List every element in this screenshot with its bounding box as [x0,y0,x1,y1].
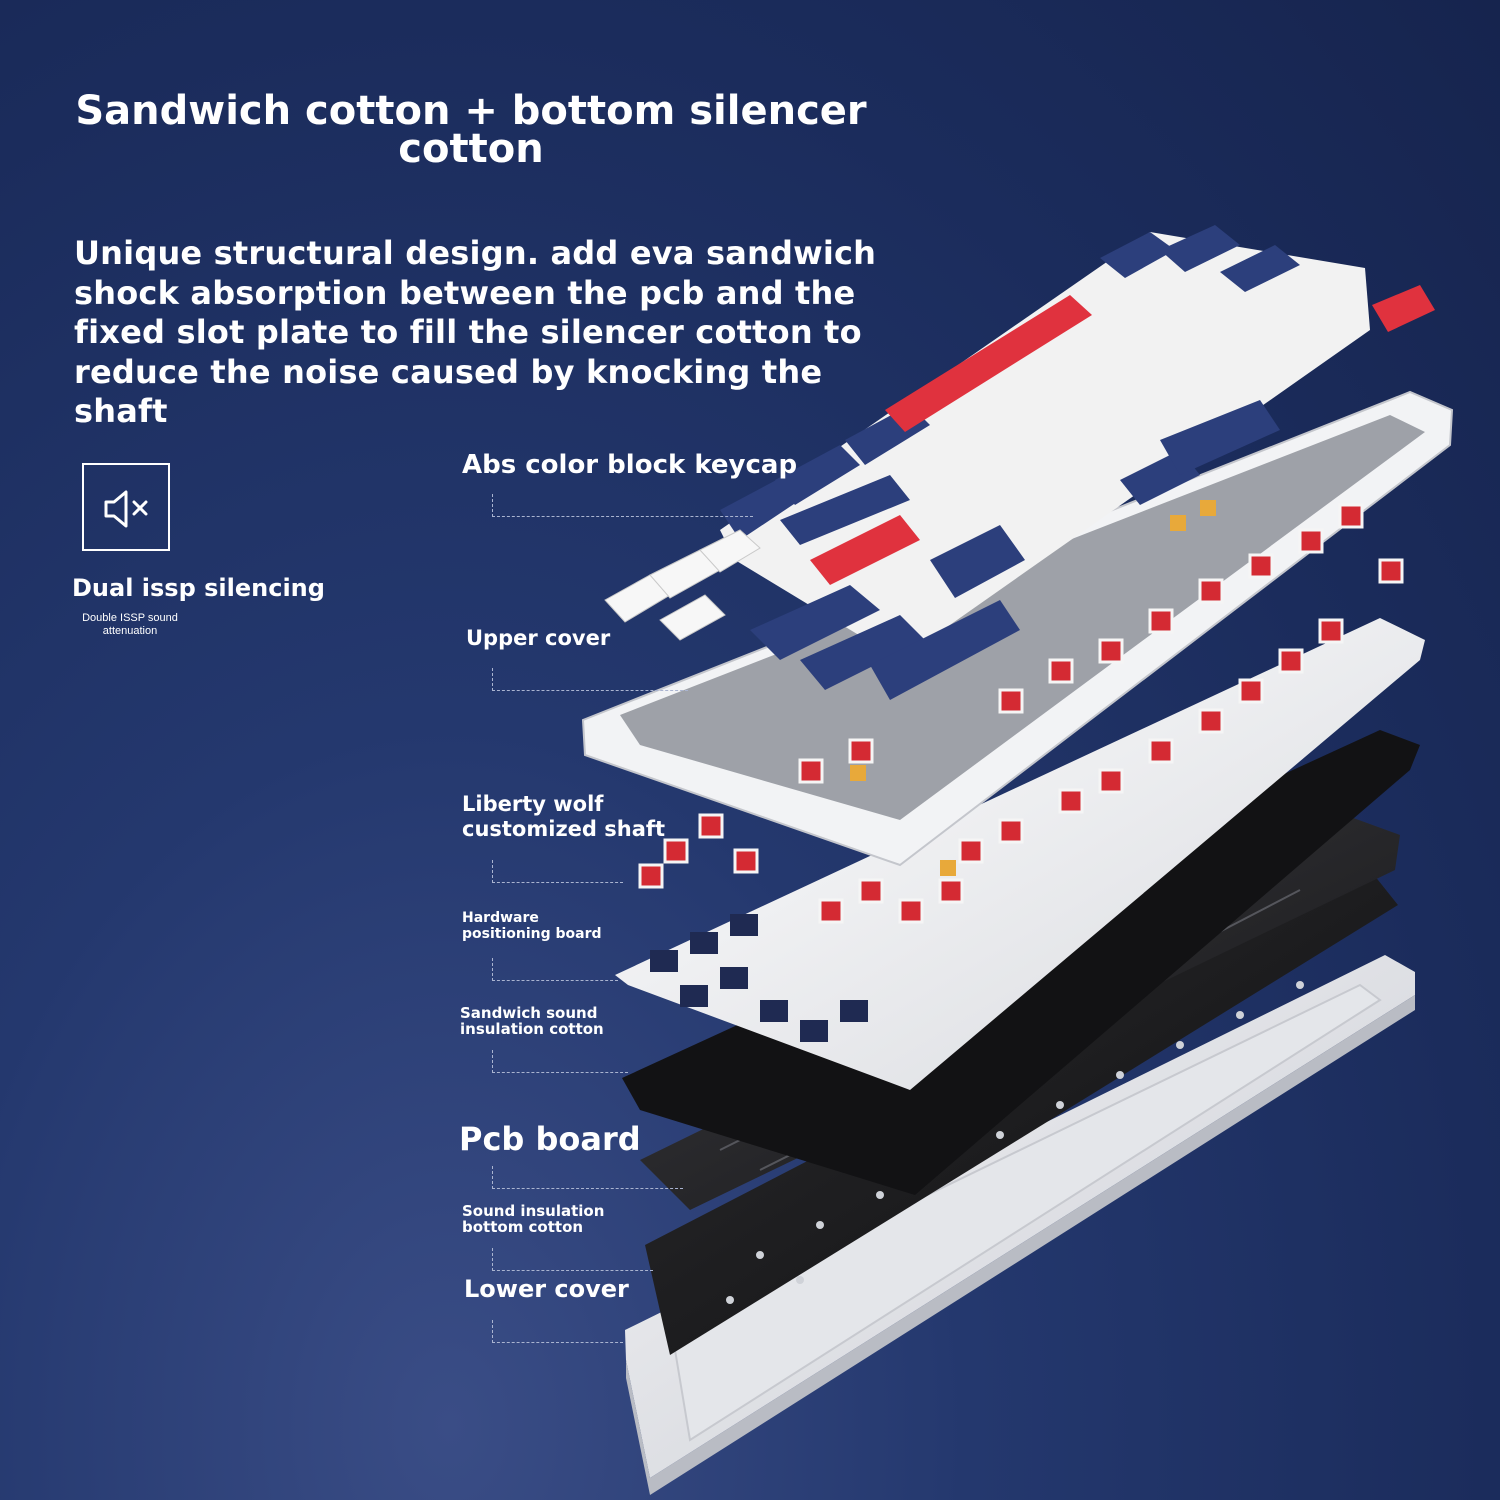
label-pcb: Pcb board [459,1120,641,1158]
leader-positioning-board [492,958,618,981]
positioning-plate-layer [615,618,1425,1090]
page-description: Unique structural design. add eva sandwi… [74,234,877,430]
leader-keycap [492,494,753,517]
leader-lower-cover [492,1320,623,1343]
label-lower-cover: Lower cover [464,1275,629,1303]
page-title: Sandwich cotton + bottom silencer cotton [75,88,867,172]
mute-icon-box [82,463,170,551]
label-shaft: Liberty wolf customized shaft [462,792,666,841]
label-sandwich-cotton: Sandwich sound insulation cotton [460,1004,604,1038]
leader-sandwich-cotton [492,1050,628,1073]
speaker-mute-icon [104,490,148,528]
keycaps-layer [604,225,1435,700]
label-keycap: Abs color block keycap [462,450,798,480]
leader-bottom-cotton [492,1248,653,1271]
feature-subtitle: Double ISSP sound attenuation [82,612,178,637]
label-bottom-cotton: Sound insulation bottom cotton [462,1202,605,1236]
leader-upper-cover [492,668,688,691]
leader-shaft [492,860,623,883]
label-upper-cover: Upper cover [466,626,611,650]
leader-pcb [492,1166,683,1189]
feature-title: Dual issp silencing [72,574,325,602]
lower-cover-layer [625,955,1415,1495]
label-positioning-board: Hardware positioning board [462,910,602,942]
switches-layer [638,500,1404,924]
